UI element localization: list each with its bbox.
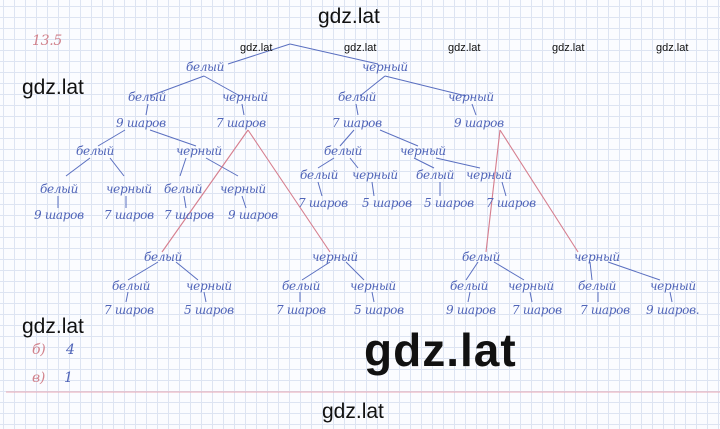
answer-b-value: 4 — [66, 342, 75, 358]
tree-leaf-node: белый — [450, 279, 489, 293]
tree-leaf-count: 7 шаров — [580, 303, 630, 317]
answer-b-label: б) — [32, 342, 46, 358]
tree-leaf-count: 9 шаров — [228, 208, 278, 222]
tree-leaf-count: 5 шаров — [354, 303, 404, 317]
watermark-small: gdz.lat — [552, 42, 585, 54]
tree-leaf-node: черный — [508, 279, 554, 293]
watermark-small: gdz.lat — [656, 42, 689, 54]
watermark-left-bottom: gdz.lat — [22, 315, 84, 338]
tree-leaf-node: белый — [300, 168, 339, 182]
tree-leaf-count: 7 шаров — [104, 208, 154, 222]
tree-node-ww-white: белый — [76, 144, 115, 158]
tree-count-bw: 7 шаров — [332, 116, 382, 130]
tree-leaf-node: черный — [650, 279, 696, 293]
tree-leaf-count: 7 шаров — [276, 303, 326, 317]
tree-leaf-count: 7 шаров — [298, 196, 348, 210]
tree-leaf-node: черный — [186, 279, 232, 293]
tree-leaf-count: 9 шаров — [34, 208, 84, 222]
tree-node-black-black: черный — [448, 90, 494, 104]
watermark-small: gdz.lat — [344, 42, 377, 54]
tree-leaf-count: 7 шаров — [512, 303, 562, 317]
tree-node-bw-white: белый — [324, 144, 363, 158]
tree-node-second-black: черный — [574, 250, 620, 264]
answer-c-label: в) — [32, 370, 46, 386]
tree-node-bw-black: черный — [400, 144, 446, 158]
tree-node-ww-black: черный — [176, 144, 222, 158]
tree-node-white-black: черный — [222, 90, 268, 104]
tree-node-second-white: белый — [144, 250, 183, 264]
tree-leaf-node: черный — [220, 182, 266, 196]
watermark-small: gdz.lat — [240, 42, 273, 54]
tree-count-ww: 9 шаров — [116, 116, 166, 130]
tree-leaf-count: 7 шаров — [486, 196, 536, 210]
tree-count-bb: 9 шаров — [454, 116, 504, 130]
tree-node-second-black: черный — [312, 250, 358, 264]
tree-node-second-white: белый — [462, 250, 501, 264]
tree-leaf-node: белый — [578, 279, 617, 293]
watermark-bottom: gdz.lat — [322, 400, 384, 423]
tree-leaf-node: белый — [416, 168, 455, 182]
tree-leaf-count: 5 шаров — [424, 196, 474, 210]
tree-leaf-node: черный — [466, 168, 512, 182]
tree-leaf-node: черный — [350, 279, 396, 293]
tree-count-wb: 7 шаров — [216, 116, 266, 130]
tree-leaf-node: белый — [282, 279, 321, 293]
tree-leaf-node: белый — [40, 182, 79, 196]
tree-node-white-white: белый — [128, 90, 167, 104]
tree-leaf-count: 9 шаров. — [646, 303, 700, 317]
tree-leaf-count: 7 шаров — [164, 208, 214, 222]
tree-leaf-count: 7 шаров — [104, 303, 154, 317]
tree-node-black: черный — [362, 60, 408, 74]
tree-leaf-node: черный — [106, 182, 152, 196]
watermark-center: gdz.lat — [364, 324, 517, 376]
tree-leaf-node: белый — [164, 182, 203, 196]
watermark-small: gdz.lat — [448, 42, 481, 54]
tree-leaf-node: белый — [112, 279, 151, 293]
tree-leaf-count: 5 шаров — [184, 303, 234, 317]
answer-c-value: 1 — [64, 370, 73, 386]
tree-leaf-count: 5 шаров — [362, 196, 412, 210]
problem-number: 13.5 — [32, 33, 62, 49]
tree-leaf-node: черный — [352, 168, 398, 182]
watermark-top: gdz.lat — [318, 5, 380, 28]
tree-node-white: белый — [186, 60, 225, 74]
tree-node-black-white: белый — [338, 90, 377, 104]
watermark-left-top: gdz.lat — [22, 76, 84, 99]
tree-leaf-count: 9 шаров — [446, 303, 496, 317]
